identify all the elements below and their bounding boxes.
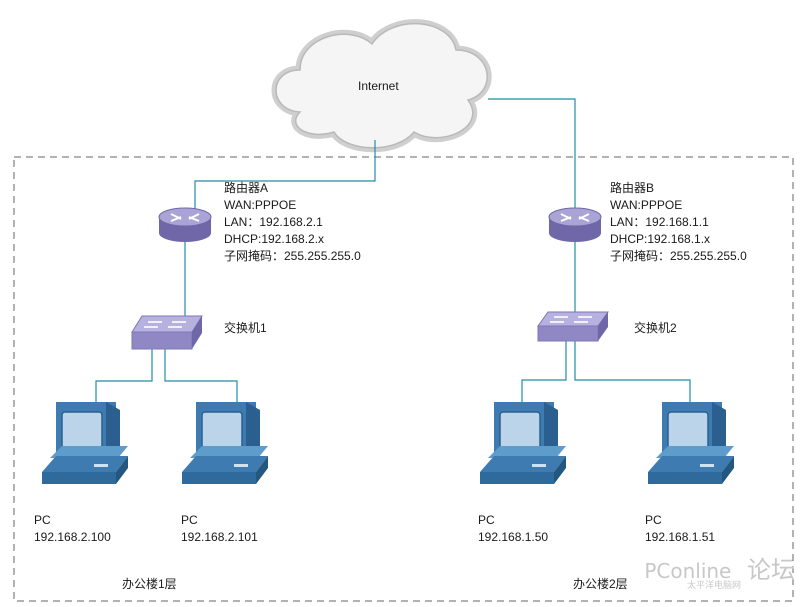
router-b-info: 路由器B WAN:PPPOE LAN：192.168.1.1 DHCP:192.… <box>610 180 747 265</box>
watermark: PConline 论坛 <box>644 550 795 585</box>
pc-1-ip: 192.168.2.100 <box>34 530 111 544</box>
router-b-subnet: 子网掩码：255.255.255.0 <box>610 249 747 263</box>
internet-cloud-icon <box>271 19 492 153</box>
link-switch-2-pc-4 <box>574 341 691 402</box>
watermark-sub: 太平洋电脑网 <box>686 580 741 590</box>
watermark-brand: PConline <box>644 559 732 583</box>
pc-1-name: PC <box>34 513 51 527</box>
office-boundary <box>13 156 794 602</box>
pc-4-name: PC <box>645 513 662 527</box>
floor-1-label: 办公楼1层 <box>122 577 177 591</box>
router-a-dhcp: DHCP:192.168.2.x <box>224 232 325 246</box>
pc-4-icon <box>648 402 734 484</box>
link-cloud-router-b <box>488 98 576 214</box>
pc-3-label: PC 192.168.1.50 <box>478 512 548 546</box>
router-a-name: 路由器A <box>224 181 269 195</box>
floor-2-label: 办公楼2层 <box>573 577 628 591</box>
pc-2-label: PC 192.168.2.101 <box>181 512 258 546</box>
pc-3-name: PC <box>478 513 495 527</box>
switch-1-label: 交换机1 <box>224 321 267 335</box>
router-a-wan: WAN:PPPOE <box>224 198 297 212</box>
switch-2-label: 交换机2 <box>634 321 677 335</box>
link-switch-2-pc-3 <box>521 341 567 402</box>
router-b-lan: LAN：192.168.1.1 <box>610 215 709 229</box>
pc-1-label: PC 192.168.2.100 <box>34 512 111 546</box>
router-a-icon <box>158 207 212 242</box>
pc-2-icon <box>182 402 268 484</box>
link-cloud-router-a <box>194 140 376 218</box>
router-b-dhcp: DHCP:192.168.1.x <box>610 232 711 246</box>
pc-4-ip: 192.168.1.51 <box>645 530 716 544</box>
pc-3-ip: 192.168.1.50 <box>478 530 549 544</box>
pc-2-name: PC <box>181 513 198 527</box>
pc-3-icon <box>480 402 566 484</box>
pc-2-ip: 192.168.2.101 <box>181 530 258 544</box>
watermark-side: 论坛 <box>747 556 795 584</box>
switch-2-icon <box>537 311 609 342</box>
switch-1-icon <box>131 315 203 350</box>
pc-1-icon <box>42 402 128 484</box>
router-a-subnet: 子网掩码：255.255.255.0 <box>224 249 361 263</box>
router-b-icon <box>548 207 602 242</box>
router-b-wan: WAN:PPPOE <box>610 198 683 212</box>
link-switch-1-pc-2 <box>164 349 238 402</box>
internet-label: Internet <box>358 79 399 93</box>
link-lines <box>95 98 691 402</box>
link-switch-1-pc-1 <box>95 349 153 402</box>
router-a-info: 路由器A WAN:PPPOE LAN：192.168.2.1 DHCP:192.… <box>224 180 361 265</box>
router-a-lan: LAN：192.168.2.1 <box>224 215 323 229</box>
pc-4-label: PC 192.168.1.51 <box>645 512 715 546</box>
router-b-name: 路由器B <box>610 181 655 195</box>
